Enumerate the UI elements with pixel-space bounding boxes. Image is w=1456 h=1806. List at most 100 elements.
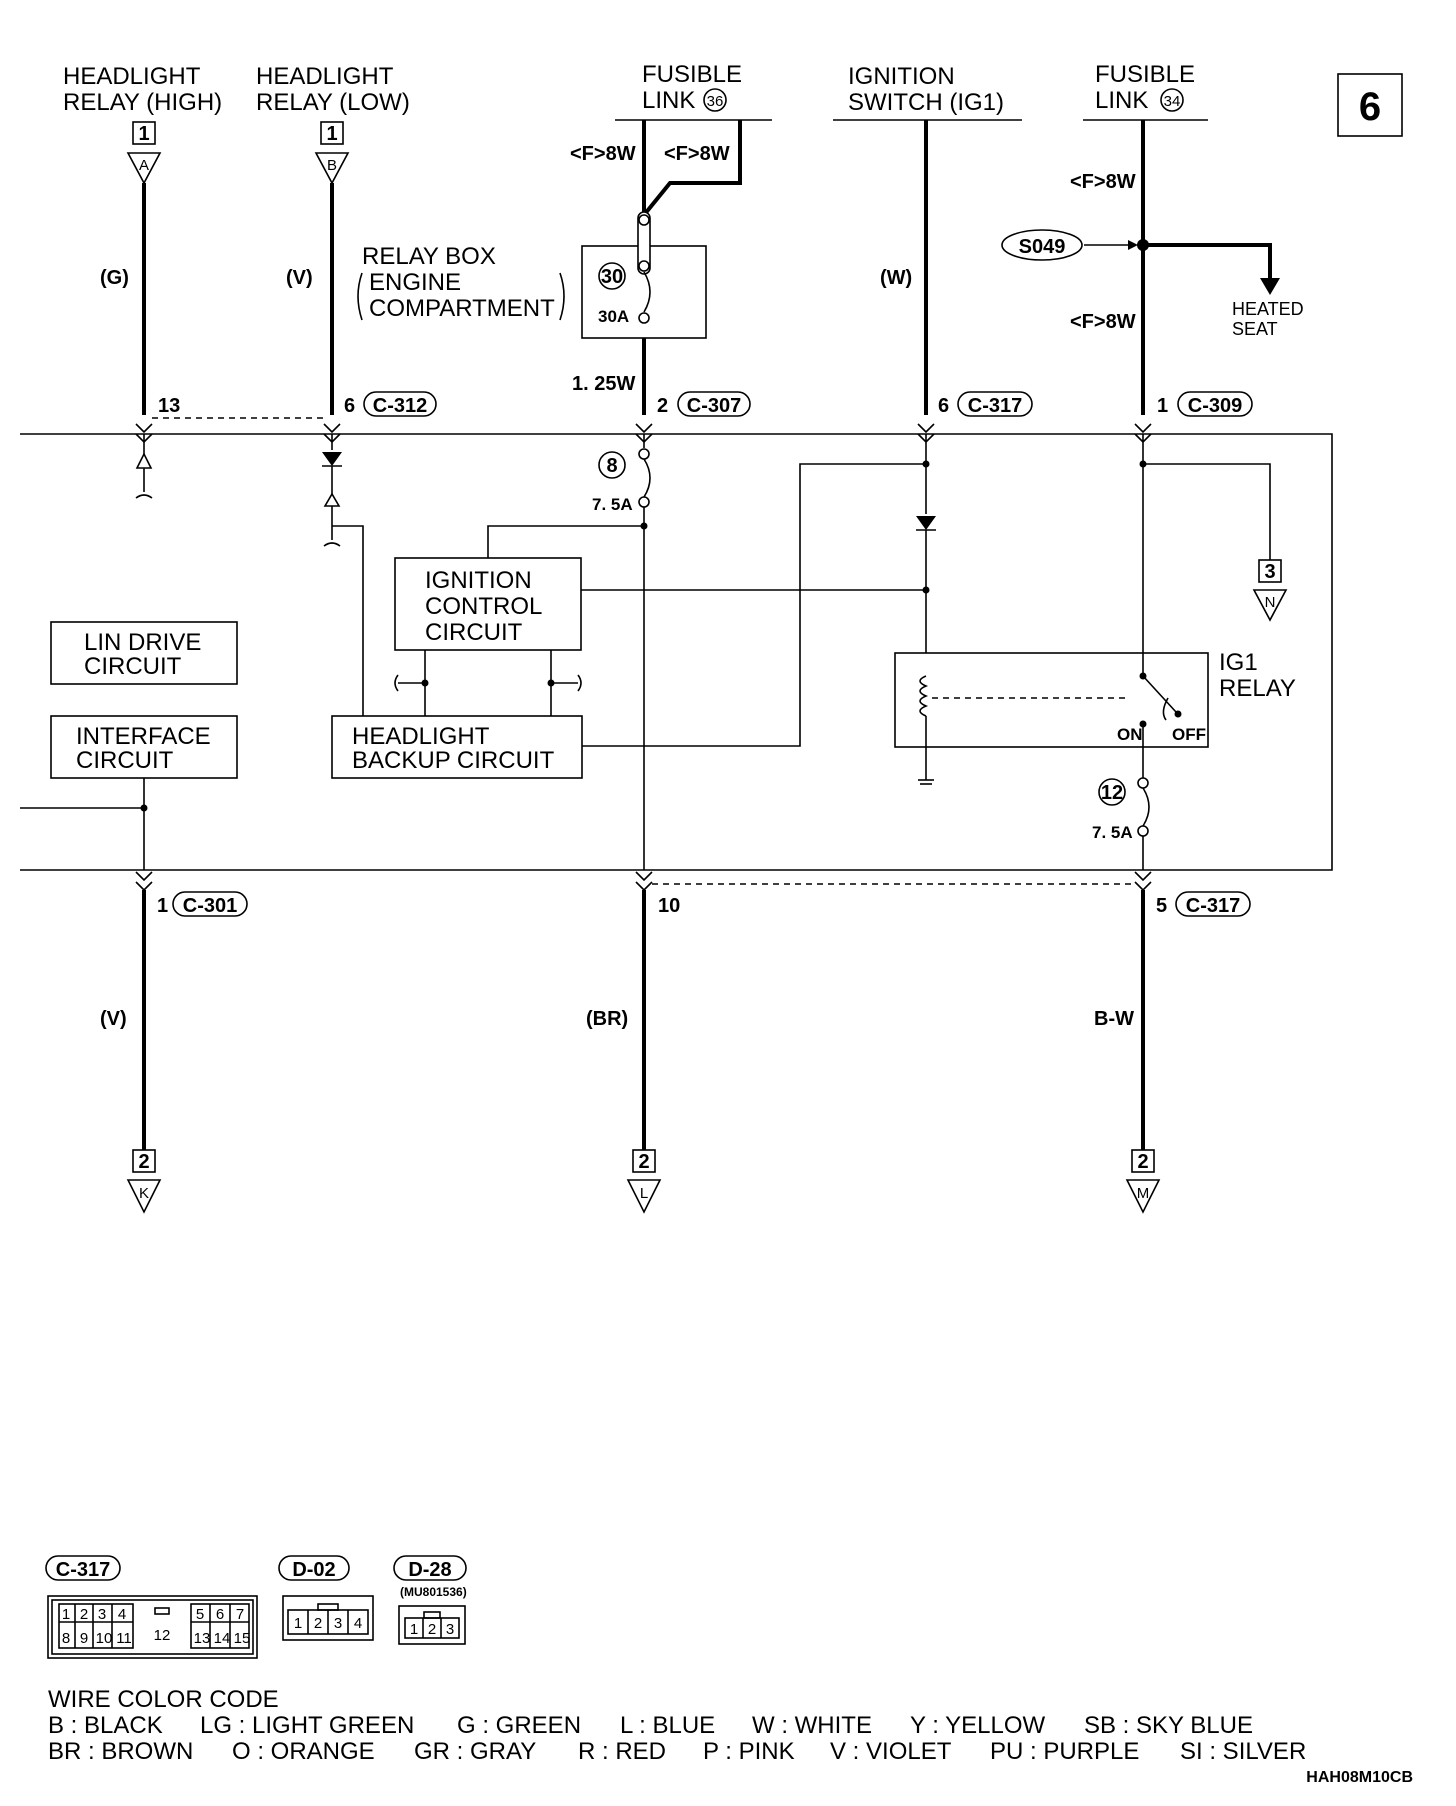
svg-text:6: 6 xyxy=(216,1606,224,1623)
page-number-box xyxy=(1337,73,1403,137)
svg-text:A: A xyxy=(139,157,149,174)
svg-text:RELAY BOX: RELAY BOX xyxy=(362,243,496,270)
svg-text:HEATED: HEATED xyxy=(1232,299,1304,319)
wire-label-1-25w: 1. 25W xyxy=(572,373,635,395)
source-headlight-relay-high: HEADLIGHT RELAY (HIGH) xyxy=(63,63,222,116)
svg-text:8: 8 xyxy=(62,1630,70,1647)
svg-text:2: 2 xyxy=(314,1615,322,1632)
ref-marker-3-n: 3 N xyxy=(1252,559,1288,622)
relay-box-label: RELAY BOX ENGINE COMPARTMENT xyxy=(357,243,565,322)
ig1-relay: IG1 RELAY ON OFF xyxy=(894,434,1296,785)
module-frame xyxy=(20,433,1333,871)
wire-label-f8w-1: <F>8W xyxy=(570,143,636,165)
terminal-arrows-bottom xyxy=(135,871,1152,892)
svg-text:3: 3 xyxy=(98,1606,106,1623)
svg-text:6: 6 xyxy=(344,395,355,417)
svg-text:SI : SILVER: SI : SILVER xyxy=(1180,1738,1306,1765)
wire-label-f8w-3: <F>8W xyxy=(1070,171,1136,193)
svg-text:12: 12 xyxy=(1101,782,1123,804)
svg-text:K: K xyxy=(139,1185,149,1202)
svg-text:BR : BROWN: BR : BROWN xyxy=(48,1738,193,1765)
svg-text:9: 9 xyxy=(80,1630,88,1647)
wire-label-f8w-4: <F>8W xyxy=(1070,311,1136,333)
svg-text:LINK: LINK xyxy=(642,87,695,114)
svg-text:10: 10 xyxy=(658,895,680,917)
svg-text:WIRE COLOR CODE: WIRE COLOR CODE xyxy=(48,1686,279,1713)
svg-text:C-309: C-309 xyxy=(1188,395,1242,417)
svg-text:P : PINK: P : PINK xyxy=(703,1738,795,1765)
svg-text:2: 2 xyxy=(138,1151,149,1173)
connector-bottom-10: 10 xyxy=(658,895,680,917)
svg-text:D-02: D-02 xyxy=(292,1559,335,1581)
svg-text:C-312: C-312 xyxy=(373,395,427,417)
wire-label-v-bottom: (V) xyxy=(100,1008,127,1030)
connector-c-307: 2 C-307 xyxy=(657,391,751,417)
source-headlight-relay-low: HEADLIGHT RELAY (LOW) xyxy=(256,63,410,116)
svg-text:C-307: C-307 xyxy=(687,395,741,417)
svg-text:36: 36 xyxy=(707,93,724,110)
svg-text:D-28: D-28 xyxy=(408,1559,451,1581)
svg-text:15: 15 xyxy=(234,1630,251,1647)
svg-text:1: 1 xyxy=(62,1606,70,1623)
svg-text:4: 4 xyxy=(118,1606,126,1623)
svg-text:(MU801536): (MU801536) xyxy=(400,1585,467,1599)
svg-text:SEAT: SEAT xyxy=(1232,319,1278,339)
svg-text:5: 5 xyxy=(196,1606,204,1623)
svg-text:M: M xyxy=(1137,1185,1150,1202)
svg-text:C-317: C-317 xyxy=(56,1559,110,1581)
wire-label-f8w-2: <F>8W xyxy=(664,143,730,165)
source-fusible-link-34: FUSIBLE LINK 34 xyxy=(1083,61,1208,121)
connector-view-c-317: C-317 1 2 3 4 5 6 7 12 8 9 10 11 13 14 1… xyxy=(45,1555,258,1659)
svg-text:LINK: LINK xyxy=(1095,87,1148,114)
wire-label-g: (G) xyxy=(100,267,129,289)
document-code: HAH08M10CB xyxy=(1306,1769,1413,1786)
svg-text:14: 14 xyxy=(214,1630,231,1647)
svg-text:1: 1 xyxy=(1157,395,1168,417)
svg-text:1: 1 xyxy=(326,123,337,145)
svg-text:8: 8 xyxy=(606,455,617,477)
connector-c-317-bottom: 5 C-317 xyxy=(1156,891,1251,917)
svg-text:COMPARTMENT: COMPARTMENT xyxy=(369,295,555,322)
svg-text:S049: S049 xyxy=(1019,236,1066,258)
svg-text:IGNITION: IGNITION xyxy=(848,63,955,90)
connector-view-d-28: D-28 (MU801536) 1 2 3 xyxy=(393,1555,467,1645)
svg-text:10: 10 xyxy=(96,1630,113,1647)
svg-text:2: 2 xyxy=(1137,1151,1148,1173)
svg-text:O : ORANGE: O : ORANGE xyxy=(232,1738,375,1765)
svg-text:INTERFACE: INTERFACE xyxy=(76,723,211,750)
svg-text:GR : GRAY: GR : GRAY xyxy=(414,1738,536,1765)
internal-stubs-left xyxy=(135,434,364,716)
svg-text:N: N xyxy=(1265,594,1276,611)
svg-text:IG1: IG1 xyxy=(1219,649,1258,676)
svg-text:13: 13 xyxy=(158,395,180,417)
svg-text:SB : SKY BLUE: SB : SKY BLUE xyxy=(1084,1712,1253,1739)
wire-label-v-top: (V) xyxy=(286,267,313,289)
ref-marker-1-a: 1 A xyxy=(126,121,162,185)
svg-text:4: 4 xyxy=(354,1615,362,1632)
svg-text:HEADLIGHT: HEADLIGHT xyxy=(256,63,394,90)
svg-text:V : VIOLET: V : VIOLET xyxy=(830,1738,952,1765)
svg-text:2: 2 xyxy=(428,1621,436,1638)
svg-text:1: 1 xyxy=(157,895,168,917)
fuse-8: 8 7. 5A xyxy=(487,434,651,870)
svg-text:3: 3 xyxy=(446,1621,454,1638)
svg-text:R : RED: R : RED xyxy=(578,1738,666,1765)
svg-text:PU : PURPLE: PU : PURPLE xyxy=(990,1738,1139,1765)
svg-text:FUSIBLE: FUSIBLE xyxy=(1095,61,1195,88)
connector-c-317-top: 6 C-317 xyxy=(938,391,1033,417)
svg-text:2: 2 xyxy=(657,395,668,417)
svg-text:1: 1 xyxy=(410,1621,418,1638)
wire-fusible-34 xyxy=(1137,120,1280,415)
svg-text:C-317: C-317 xyxy=(968,395,1022,417)
svg-text:OFF: OFF xyxy=(1172,725,1206,744)
ref-marker-1-b: 1 B xyxy=(314,121,350,185)
svg-text:G : GREEN: G : GREEN xyxy=(457,1712,581,1739)
fuse-30: 30 30A xyxy=(581,211,707,339)
ref-marker-2-m: 2 M xyxy=(1125,1149,1161,1214)
wire-label-bw: B-W xyxy=(1094,1008,1134,1030)
svg-text:HEADLIGHT: HEADLIGHT xyxy=(352,723,490,750)
svg-text:LG : LIGHT GREEN: LG : LIGHT GREEN xyxy=(200,1712,414,1739)
svg-text:C-301: C-301 xyxy=(183,895,237,917)
lin-drive-circuit: LIN DRIVE CIRCUIT xyxy=(50,621,238,685)
